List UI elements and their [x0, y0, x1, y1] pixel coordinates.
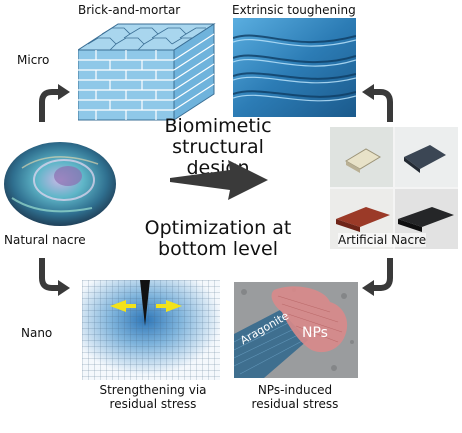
big-right-arrow-icon	[170, 160, 268, 200]
biomimetic-title: Biomimetic structural design	[148, 116, 288, 179]
nps-tem-image	[234, 282, 358, 378]
strengthening-label: Strengthening via residual stress	[88, 383, 218, 411]
artificial-nacre-image	[330, 127, 458, 249]
optimization-title-line1: Optimization at	[144, 217, 292, 239]
natural-nacre-label: Natural nacre	[4, 233, 86, 247]
optimization-title-line2: bottom level	[158, 238, 278, 260]
residual-stress-field-image	[82, 280, 220, 380]
nps-induced-label-line2: residual stress	[251, 397, 339, 411]
strengthening-label-line1: Strengthening via	[99, 383, 207, 397]
brick-and-mortar-image	[78, 18, 216, 122]
optimization-title: Optimization at bottom level	[140, 218, 296, 260]
extrinsic-toughening-image	[233, 18, 356, 117]
nps-label: NPs	[302, 325, 328, 341]
nano-label: Nano	[21, 326, 53, 340]
brick-and-mortar-label: Brick-and-mortar	[78, 3, 181, 17]
strengthening-label-line2: residual stress	[109, 397, 197, 411]
artificial-nacre-label: Artificial Nacre	[338, 233, 427, 247]
curved-arrow-icon	[362, 258, 393, 296]
natural-nacre-image	[2, 138, 118, 230]
curved-arrow-icon	[39, 84, 70, 122]
biomimetic-title-line1: Biomimetic	[164, 115, 272, 137]
nps-induced-label-line1: NPs-induced	[257, 383, 333, 397]
nps-induced-label: NPs-induced residual stress	[230, 383, 360, 411]
extrinsic-toughening-label: Extrinsic toughening	[232, 3, 356, 17]
curved-arrow-icon	[362, 84, 393, 122]
micro-label: Micro	[17, 53, 50, 67]
curved-arrow-icon	[39, 258, 70, 296]
